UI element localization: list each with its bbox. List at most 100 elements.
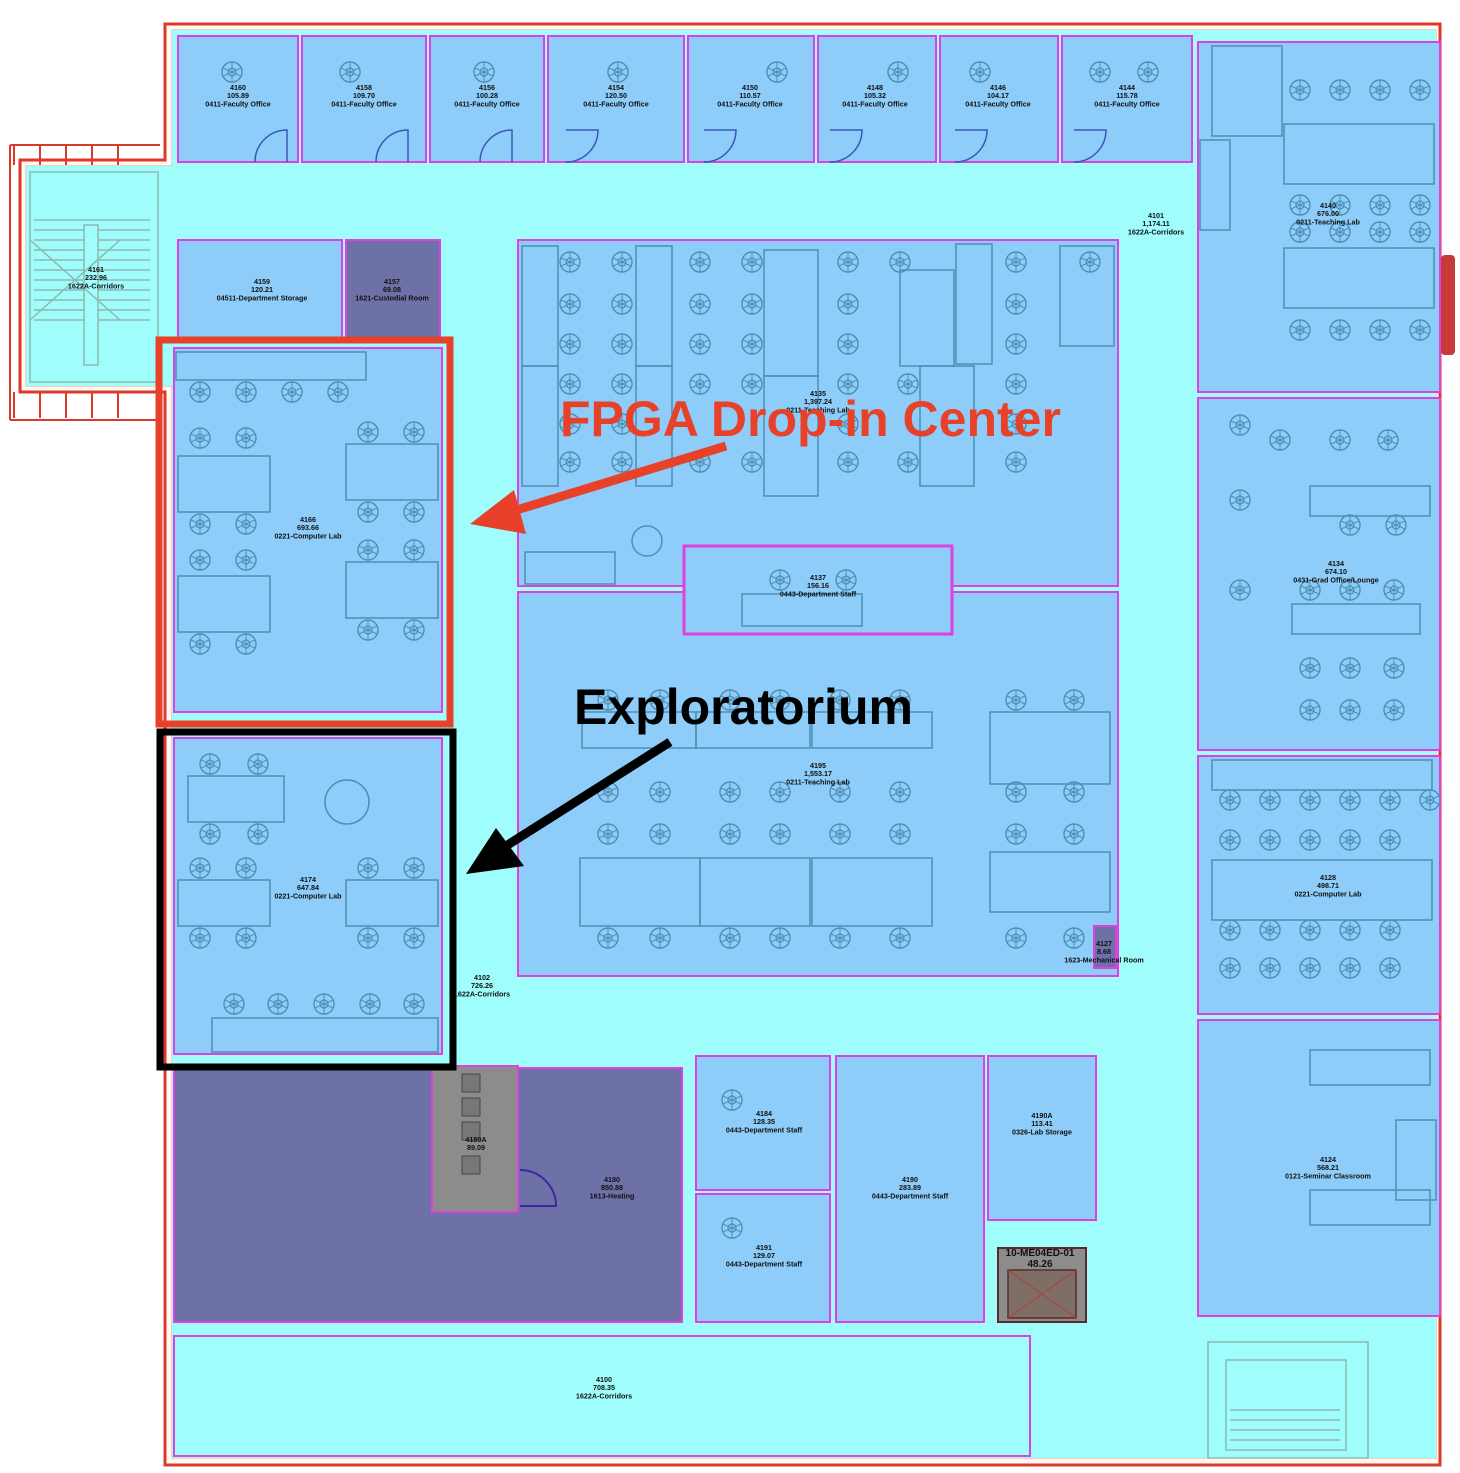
room-4101-use: 1622A-Corridors (1128, 227, 1184, 236)
room-4137 (682, 544, 954, 636)
room-4154-use: 0411-Faculty Office (583, 99, 649, 108)
room-4100-number: 4100 (596, 1375, 612, 1384)
room-4150-number: 4150 (742, 83, 758, 92)
room-4191-use: 0443-Department Staff (726, 1259, 803, 1268)
door-swings-top (254, 129, 1107, 163)
room-4190-area: 283.89 (899, 1183, 921, 1192)
left-upper-rooms (177, 239, 441, 339)
room-4135-area: 1,397.24 (804, 397, 832, 406)
right-room-furniture (1199, 45, 1437, 1226)
exploratorium-highlight-box (156, 728, 457, 1071)
room-4190-use: 0443-Department Staff (872, 1191, 949, 1200)
room-4166-number: 4166 (300, 515, 316, 524)
room-4158-area: 109.70 (353, 91, 375, 100)
room-4157-area: 69.08 (383, 285, 401, 294)
room-4144-area: 115.78 (1116, 91, 1138, 100)
room-4101-number: 4101 (1148, 211, 1164, 220)
room-4140-use: 0211-Teaching Lab (1296, 217, 1360, 226)
room-4180-number: 4180 (604, 1175, 620, 1184)
room-4124-number: 4124 (1320, 1155, 1336, 1164)
fpga-highlight-box (155, 336, 454, 728)
room-4134-area: 674.10 (1325, 567, 1347, 576)
room-4166-area: 693.66 (297, 523, 319, 532)
room-4137-number: 4137 (810, 573, 826, 582)
room-4159-use: 04511-Department Storage (217, 293, 308, 302)
room-4102-use: 1622A-Corridors (454, 989, 510, 998)
room-4157-number: 4157 (384, 277, 400, 286)
room-4134-use: 0431-Grad Office/Lounge (1293, 575, 1378, 584)
room-4160-use: 0411-Faculty Office (205, 99, 271, 108)
room-4102-area: 726.26 (471, 981, 493, 990)
exploratorium-annotation: Exploratorium (574, 679, 913, 735)
room-4184-number: 4184 (756, 1109, 772, 1118)
room-4190A-use: 0326-Lab Storage (1012, 1127, 1072, 1136)
room-4148-number: 4148 (867, 83, 883, 92)
elevator-shaft (997, 1247, 1087, 1323)
room-4195-number: 4195 (810, 761, 826, 770)
room-4190-number: 4190 (902, 1175, 918, 1184)
room-4190A-area: 113.41 (1031, 1119, 1053, 1128)
room-4146-number: 4146 (990, 83, 1006, 92)
room-4134-number: 4134 (1328, 559, 1344, 568)
room-4195-use: 0211-Teaching Lab (786, 777, 850, 786)
room-4159-area: 120.21 (251, 285, 273, 294)
room-4127-number: 4127 (1096, 939, 1112, 948)
room-4195-area: 1,553.17 (804, 769, 832, 778)
room-4161-use: 1622A-Corridors (68, 281, 124, 290)
stair-4161 (29, 171, 159, 383)
room-4166-use: 0221-Computer Lab (274, 531, 342, 540)
center-lab-benches (521, 243, 1115, 927)
room-4184-area: 128.35 (753, 1117, 775, 1126)
computer-lab-rooms (173, 347, 443, 1055)
room-4160-area: 105.89 (227, 91, 249, 100)
room-4128-use: 0221-Computer Lab (1294, 889, 1362, 898)
room-4154-number: 4154 (608, 83, 624, 92)
room-4154-area: 120.50 (605, 91, 627, 100)
fpga-annotation: FPGA Drop-in Center (560, 391, 1061, 447)
room-4127-area: 8.68 (1097, 947, 1111, 956)
stair-bottom-right (1207, 1341, 1369, 1459)
room-4157-use: 1621-Custodial Room (355, 293, 429, 302)
room-4158-use: 0411-Faculty Office (331, 99, 397, 108)
room-4174-area: 647.84 (297, 883, 319, 892)
heating-room (173, 1065, 683, 1323)
room-4156-use: 0411-Faculty Office (454, 99, 520, 108)
room-4156-number: 4156 (479, 83, 495, 92)
room-4128-number: 4128 (1320, 873, 1336, 882)
room-4144-number: 4144 (1119, 83, 1135, 92)
room-4124-use: 0121-Seminar Classroom (1285, 1171, 1371, 1180)
room-4174-number: 4174 (300, 875, 316, 884)
room-4174-use: 0221-Computer Lab (274, 891, 342, 900)
room-4180-area: 850.88 (601, 1183, 623, 1192)
room-4180A-area: 89.09 (467, 1143, 485, 1152)
exploratorium-arrow (466, 738, 673, 874)
room-4137-use: 0443-Department Staff (780, 589, 857, 598)
room-4146-use: 0411-Faculty Office (965, 99, 1031, 108)
room-4180A-number: 4180A (465, 1135, 486, 1144)
room-4101-area: 1,174.11 (1142, 219, 1170, 228)
room-4161-area: 232.96 (85, 273, 107, 282)
corridor-4100 (173, 1335, 1031, 1457)
room-4146-area: 104.17 (987, 91, 1009, 100)
room-4158-number: 4158 (356, 83, 372, 92)
room-4144-use: 0411-Faculty Office (1094, 99, 1160, 108)
room-4127 (1093, 925, 1117, 969)
room-4127-use: 1623-Mechanical Room (1064, 955, 1144, 964)
room-4191-number: 4191 (756, 1243, 772, 1252)
room-4159-number: 4159 (254, 277, 270, 286)
room-10-ME04ED-01-number: 10-ME04ED-01 (1006, 1248, 1075, 1259)
room-4191-area: 129.07 (753, 1251, 775, 1260)
room-4148-use: 0411-Faculty Office (842, 99, 908, 108)
room-4180-use: 1613-Heating (590, 1191, 635, 1200)
room-4100-use: 1622A-Corridors (576, 1391, 632, 1400)
room-4184-use: 0443-Department Staff (726, 1125, 803, 1134)
fpga-arrow (470, 441, 728, 534)
room-4160-number: 4160 (230, 83, 246, 92)
lab-desks (175, 351, 439, 1053)
room-4161-number: 4161 (88, 265, 104, 274)
room-4135-number: 4135 (810, 389, 826, 398)
room-4137-area: 156.16 (807, 581, 829, 590)
room-10-ME04ED-01-area: 48.26 (1027, 1259, 1052, 1270)
room-4102-number: 4102 (474, 973, 490, 982)
